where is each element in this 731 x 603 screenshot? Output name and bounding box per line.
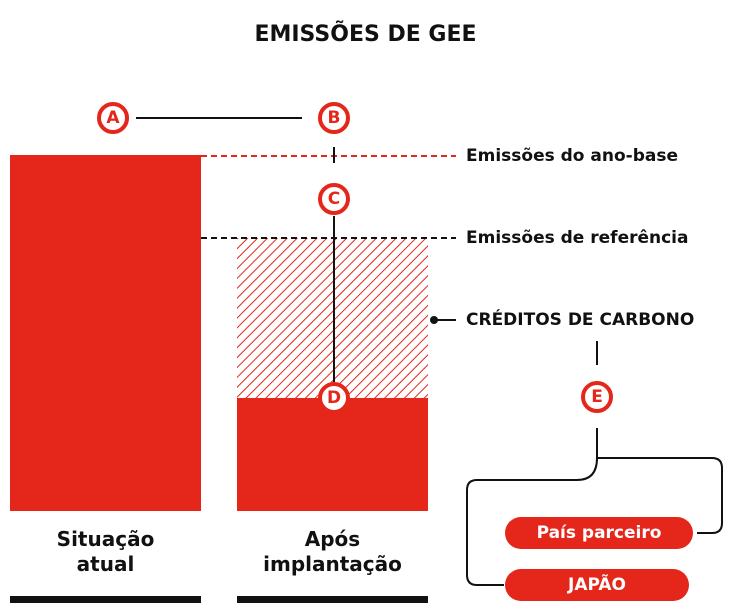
baseline-bar-left [10, 596, 201, 603]
bar-carbon-credits-hatched [237, 238, 428, 398]
caption-after-line-2: implantação [263, 552, 402, 576]
caption-current-line-2: atual [76, 552, 135, 576]
partner-country-pill: País parceiro [505, 517, 693, 549]
bar-current-emissions [10, 155, 201, 511]
bar-after-emissions [237, 398, 428, 511]
baseline-bar-right [237, 596, 428, 603]
connector-to-partner [597, 457, 723, 534]
reference-emissions-label: Emissões de referência [466, 228, 689, 248]
caption-current: Situação atual [10, 527, 201, 577]
caption-after-line-1: Após [304, 527, 361, 551]
marker-a: A [97, 102, 129, 134]
caption-current-line-1: Situação [56, 527, 155, 551]
connector-to-japan [466, 457, 598, 586]
carbon-credits-label: CRÉDITOS DE CARBONO [466, 310, 695, 330]
marker-d: D [318, 382, 350, 414]
marker-c: C [318, 183, 350, 215]
marker-e: E [581, 381, 613, 413]
page-title: EMISSÕES DE GEE [254, 22, 477, 47]
base-emissions-label: Emissões do ano-base [466, 146, 679, 166]
marker-b: B [318, 102, 350, 134]
caption-after: Após implantação [237, 527, 428, 577]
japan-pill: JAPÃO [505, 569, 689, 601]
